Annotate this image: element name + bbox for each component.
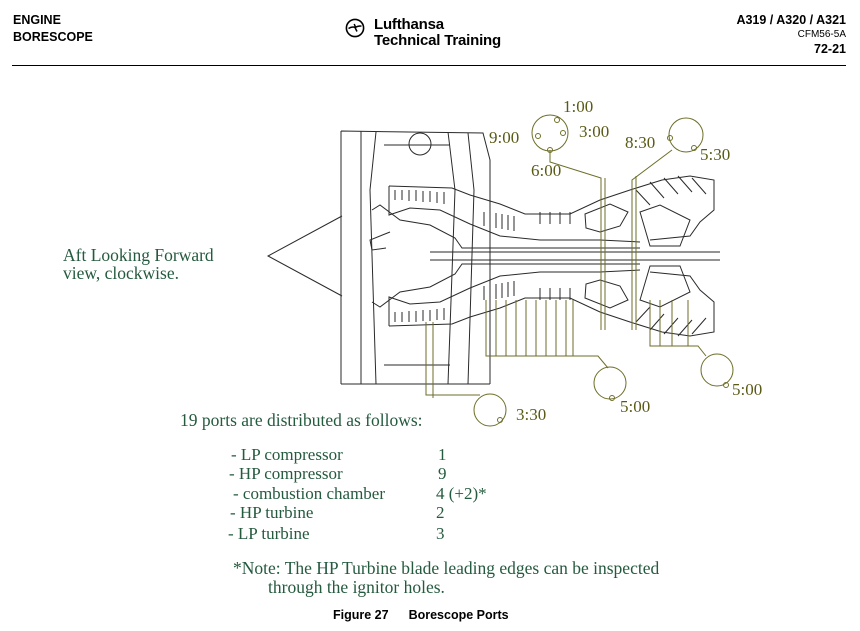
- clock-label-1-00: 1:00: [563, 97, 593, 116]
- lufthansa-crane-icon: [345, 18, 365, 38]
- distribution-count: 3: [436, 524, 445, 543]
- header-section-line1: ENGINE: [13, 13, 61, 27]
- figure-number: Figure 27: [333, 608, 389, 622]
- brand-subtitle: Technical Training: [374, 31, 501, 49]
- distribution-label: - LP compressor: [231, 445, 343, 464]
- distribution-label: - HP turbine: [230, 503, 314, 522]
- header-left: ENGINE BORESCOPE: [13, 12, 93, 46]
- distribution-label: - combustion chamber: [233, 484, 386, 503]
- figure-title: Borescope Ports: [408, 608, 509, 622]
- note-line2: through the ignitor holes.: [268, 577, 445, 597]
- header-divider: [12, 65, 846, 66]
- view-direction-note: Aft Looking Forward view, clockwise.: [63, 246, 214, 282]
- clock-label-9-00: 9:00: [489, 128, 519, 147]
- distribution-count: 9: [438, 464, 447, 483]
- ports-heading: 19 ports are distributed as follows:: [180, 410, 423, 430]
- distribution-label: - HP compressor: [229, 464, 343, 483]
- clock-label-3-30: 3:30: [516, 405, 546, 424]
- clock-label-8-30: 8:30: [625, 133, 655, 152]
- distribution-count: 2: [436, 503, 445, 522]
- clock-label-5-30: 5:30: [700, 145, 730, 164]
- note-line1: *Note: The HP Turbine blade leading edge…: [233, 558, 660, 578]
- clock-label-3-00: 3:00: [579, 122, 609, 141]
- view-direction-line2: view, clockwise.: [63, 263, 179, 283]
- distribution-count: 1: [438, 445, 447, 464]
- lufthansa-logo: Lufthansa Technical Training: [345, 17, 501, 48]
- brand-name: Lufthansa: [374, 16, 444, 33]
- distribution-label: - LP turbine: [228, 524, 310, 543]
- view-direction-line1: Aft Looking Forward: [63, 245, 214, 265]
- distribution-count: 4 (+2)*: [436, 484, 487, 503]
- clock-label-5-00-lp: 5:00: [732, 380, 762, 399]
- engine-type: CFM56-5A: [797, 29, 846, 40]
- chapter-number: 72-21: [814, 42, 846, 56]
- aircraft-models: A319 / A320 / A321: [736, 13, 846, 27]
- clock-label-5-00-hp: 5:00: [620, 397, 650, 416]
- header-right: A319 / A320 / A321 CFM56-5A 72-21: [736, 12, 846, 57]
- figure-caption: Figure 27 Borescope Ports: [333, 608, 509, 622]
- header-section-line2: BORESCOPE: [13, 30, 93, 44]
- clock-label-6-00: 6:00: [531, 161, 561, 180]
